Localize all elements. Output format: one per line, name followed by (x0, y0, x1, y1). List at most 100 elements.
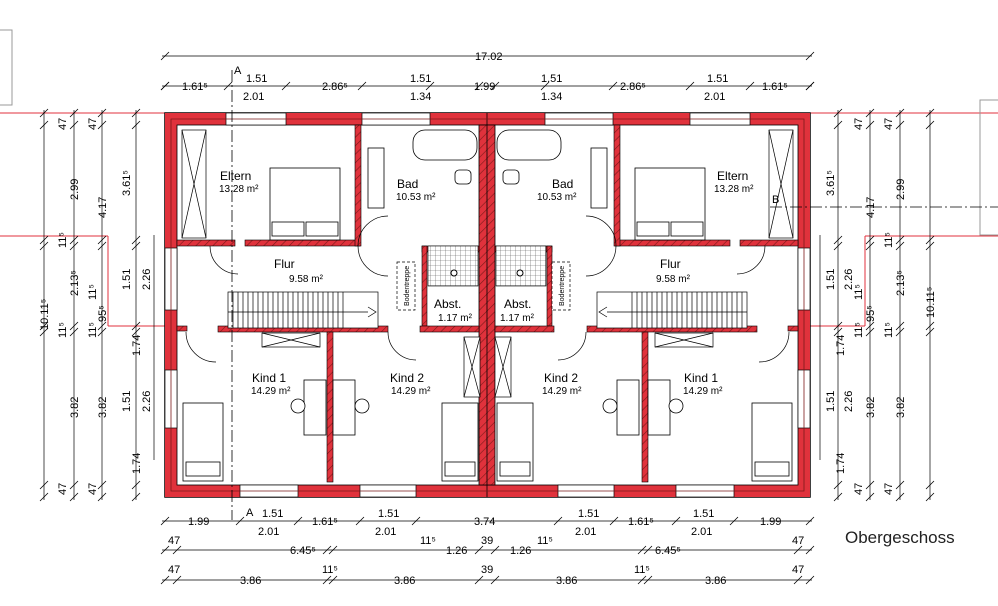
dimension-tick (490, 575, 500, 585)
dimension-tick (39, 492, 49, 502)
dimension-tick (833, 480, 843, 490)
room-flur-right-area: 9.58 m² (656, 274, 691, 285)
dim-bottom3-0: 47 (168, 564, 180, 576)
dimension-tick (865, 480, 875, 490)
dim-top-10: 1.51 (707, 73, 728, 85)
dim-top-0: 1.61⁵ (182, 81, 208, 93)
wardrobes (181, 129, 794, 398)
dimension-tick (355, 516, 365, 526)
dimension-tick (97, 321, 107, 331)
dimension-tick (97, 492, 107, 502)
dim-right-b-1: 4.17 (865, 197, 877, 218)
section-marker-right: B (772, 194, 779, 206)
room-eltern-left-area: 13.28 m² (219, 184, 259, 195)
dimension-tick (172, 575, 182, 585)
dimension-tick (131, 108, 141, 118)
dim-top-8: 1.34 (541, 91, 562, 103)
bodentreppe-right: Bodentreppe (559, 266, 566, 306)
dimension-tick (925, 321, 935, 331)
dim-right-c-2: 1.74 (835, 335, 847, 356)
dimension-tick (97, 120, 107, 130)
room-labels: Eltern 13.28 m² Bad 10.53 m² Flur 9.58 m… (219, 169, 754, 397)
dimension-tick (357, 81, 367, 91)
dim-right-c-3: 1.51 (825, 391, 837, 412)
dimension-tick (131, 235, 141, 245)
room-bad-left-area: 10.53 m² (396, 192, 436, 203)
dimension-tick (160, 51, 170, 61)
dimension-tick (637, 545, 647, 555)
dim-left-a-4: 11⁵ (57, 322, 69, 338)
dim-right-a-0: 47 (883, 118, 895, 130)
dim-bottom1-10: 1.51 (693, 508, 714, 520)
dim-bottom2-6: 11⁵ (537, 535, 553, 547)
dimension-tick (223, 81, 233, 91)
dim-bottom1-4: 1.51 (378, 508, 399, 520)
dimension-tick (671, 516, 681, 526)
dimension-tick (39, 235, 49, 245)
dim-bottom3-1: 3.86 (240, 575, 261, 587)
dimension-tick (160, 516, 170, 526)
dim-bottom1-1: 1.51 (262, 508, 283, 520)
dimension-tick (805, 51, 815, 61)
dimension-tick (235, 516, 245, 526)
dimension-tick (895, 235, 905, 245)
dim-bottom3-8: 47 (792, 564, 804, 576)
room-kind2-left: Kind 2 (390, 371, 424, 385)
desks (290, 379, 684, 436)
room-eltern-right: Eltern (717, 169, 748, 183)
dim-left-d-0: 2.26 (141, 269, 153, 290)
dimension-tick (833, 327, 843, 337)
dim-top-4: 1.51 (410, 73, 431, 85)
dimension-tick (322, 545, 332, 555)
dim-right-a-4: 11⁵ (883, 322, 895, 338)
dim-left-c-2: 1.74 (131, 335, 143, 356)
room-kind2-right-area: 14.29 m² (542, 386, 582, 397)
dimension-tick (39, 321, 49, 331)
dimension-tick (69, 108, 79, 118)
dimension-tick (474, 81, 484, 91)
dimension-tick (865, 327, 875, 337)
dimension-tick (328, 545, 338, 555)
party-wall (478, 113, 496, 497)
dim-top-11: 2.01 (704, 91, 725, 103)
beds (182, 167, 793, 482)
dimension-tick (474, 545, 484, 555)
dimension-tick (160, 81, 170, 91)
room-kind1-right-area: 14.29 m² (683, 386, 723, 397)
dim-left-a-6: 47 (57, 483, 69, 495)
dimension-tick (39, 327, 49, 337)
dimension-lines (43, 55, 931, 581)
dimension-tick (39, 241, 49, 251)
dimension-tick (97, 241, 107, 251)
dim-right-b-6: 47 (853, 483, 865, 495)
dim-bottom3-5: 3.86 (556, 575, 577, 587)
room-kind1-left: Kind 1 (252, 371, 286, 385)
dim-left-b-6: 47 (87, 483, 99, 495)
dimension-tick (97, 327, 107, 337)
dimension-tick (69, 321, 79, 331)
dimension-tick (925, 235, 935, 245)
dim-left-a-5: 3.82 (69, 397, 81, 418)
dimension-tick (69, 120, 79, 130)
dim-bottom3-3: 3.86 (394, 575, 415, 587)
dim-top-9: 2.86⁵ (620, 81, 646, 93)
dim-left-d-1: 2.26 (141, 391, 153, 412)
dim-bottom2-8: 47 (792, 535, 804, 547)
dim-right-c-1: 1.51 (825, 269, 837, 290)
dimension-tick (131, 492, 141, 502)
dimension-tick (805, 81, 815, 91)
dimension-tick (39, 480, 49, 490)
dim-bottom1-5: 2.01 (375, 526, 396, 538)
dim-left-b-5: 3.82 (97, 397, 109, 418)
dimension-tick (540, 81, 550, 91)
dimension-tick (925, 108, 935, 118)
dimension-tick (925, 241, 935, 251)
dimension-tick (609, 516, 619, 526)
dim-bottom1-7: 1.51 (578, 508, 599, 520)
dim-left-a-3: 2.13⁵ (69, 270, 81, 296)
section-marker-top: A (234, 65, 242, 77)
dimension-tick (865, 492, 875, 502)
dimension-tick (160, 575, 170, 585)
dim-left-a-1: 2.99 (69, 179, 81, 200)
